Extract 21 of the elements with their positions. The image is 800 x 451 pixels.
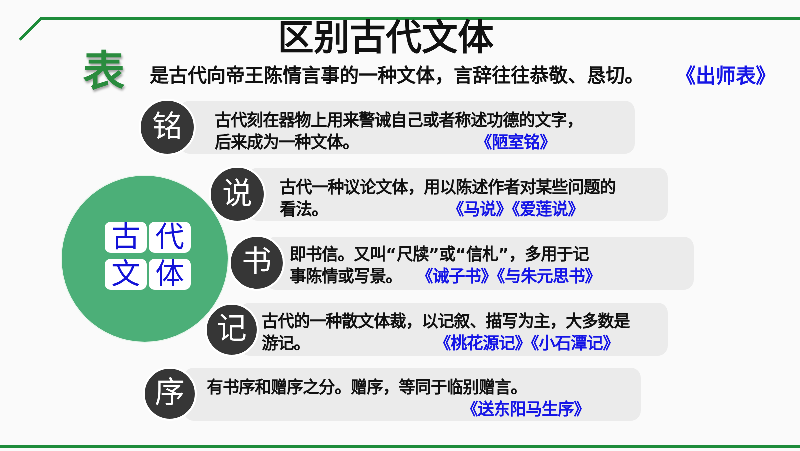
topic-character: 体	[149, 259, 191, 290]
genre-circle: 序	[143, 367, 197, 421]
definition-text: 古代的一种散文体裁，以记叙、描写为主，大多数是游记。 《桃花源记》《小石潭记》	[262, 311, 632, 355]
definition-text: 是古代向帝王陈情言事的一种文体，言辞往往恭敬、恳切。	[150, 64, 644, 89]
genre-circle: 书	[229, 235, 285, 291]
work-title: 《马说》《爱莲说》	[448, 199, 584, 221]
work-title: 《桃花源记》《小石潭记》	[435, 333, 619, 355]
work-title: 《送东阳马生序》	[462, 399, 590, 421]
definition-text: 古代刻在器物上用来警诫自己或者称述功德的文字，后来成为一种文体。 《陋室铭》	[215, 110, 584, 154]
work-title: 《出师表》	[676, 63, 776, 90]
definition-text: 有书序和赠序之分。赠序，等同于临别赠言。 《送东阳马生序》	[207, 377, 591, 421]
topic-character: 文	[105, 259, 147, 290]
genre-circle: 铭	[139, 99, 196, 156]
page-title: 区别古代文体	[278, 18, 494, 60]
work-title: 《陋室铭》	[476, 132, 556, 154]
genre-character: 表	[83, 48, 125, 96]
topic-character: 代	[149, 222, 191, 253]
definition-text: 古代一种议论文体，用以陈述作者对某些问题的看法。 《马说》《爱莲说》	[280, 177, 617, 221]
topic-character: 古	[105, 222, 147, 253]
genre-circle: 说	[209, 166, 266, 223]
definition-bar	[184, 368, 641, 421]
